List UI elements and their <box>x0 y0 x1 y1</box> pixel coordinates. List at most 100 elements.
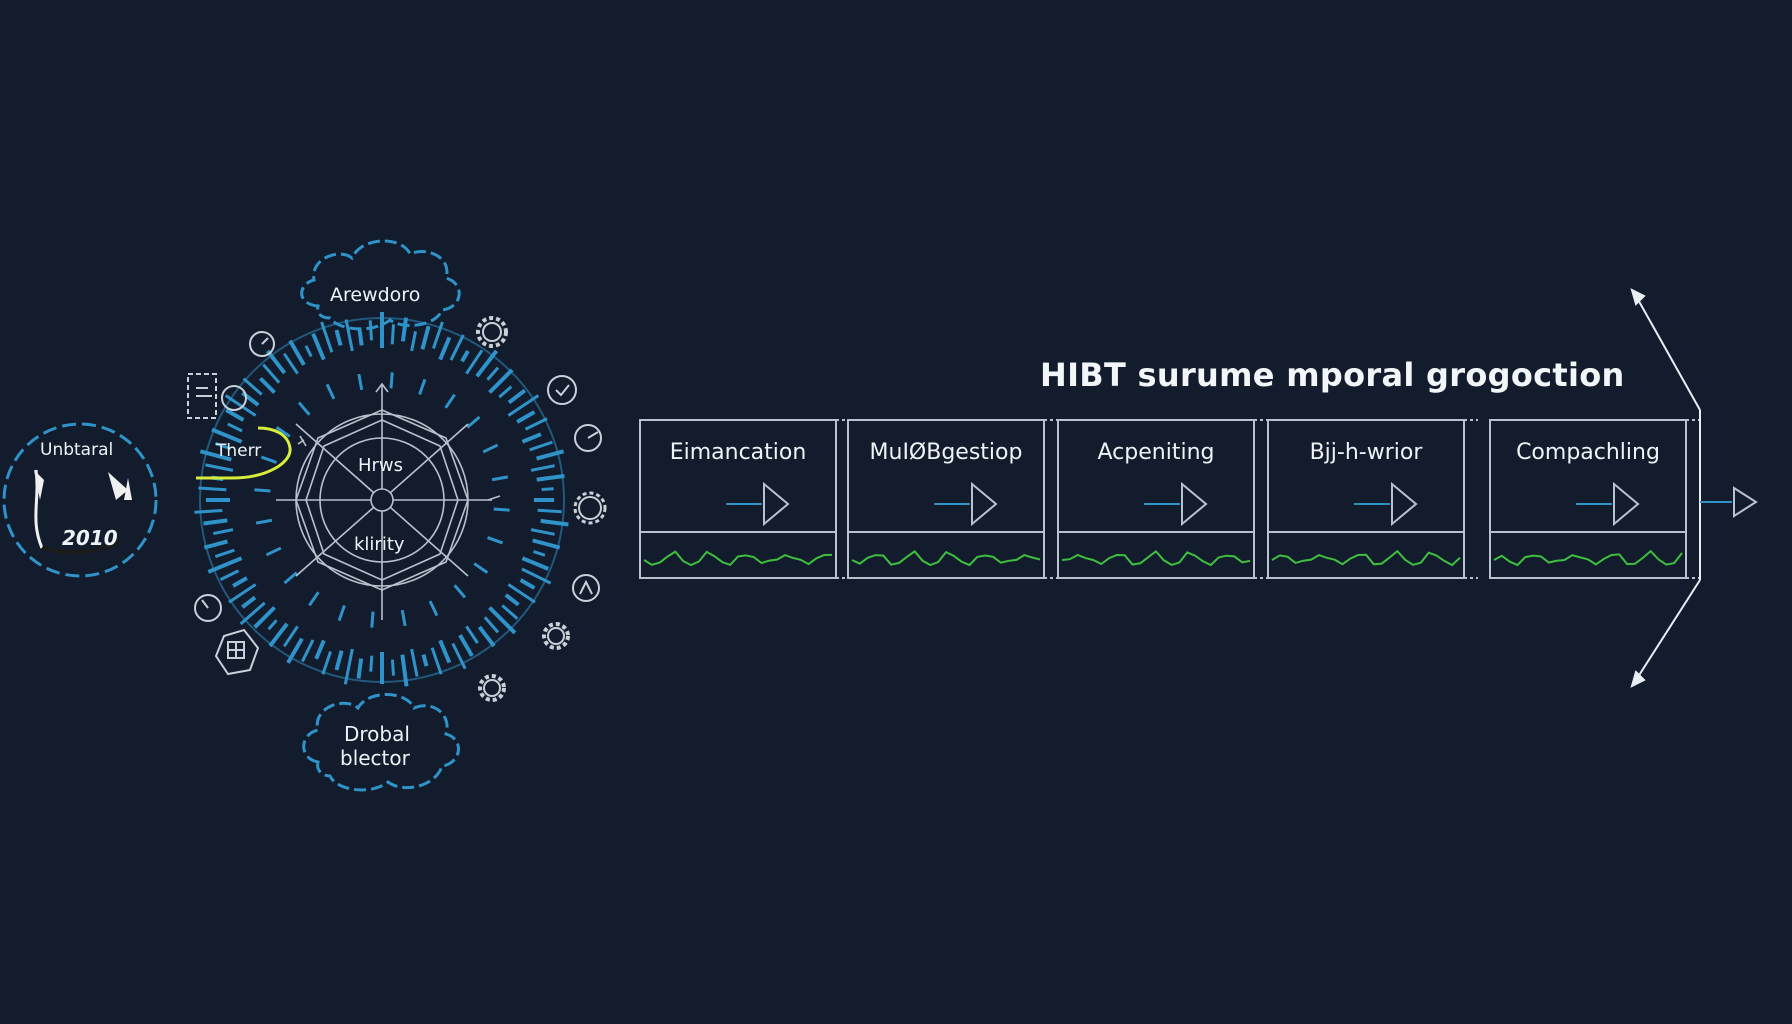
cog-icon <box>478 674 506 702</box>
ring-tick <box>524 417 548 431</box>
stage-box <box>1057 419 1255 579</box>
stage-play-icon <box>1613 481 1640 527</box>
ring-tick <box>242 377 263 396</box>
ring-tick <box>390 324 396 345</box>
ring-tick <box>334 650 344 671</box>
ring-tick <box>473 562 489 574</box>
ring-tick <box>357 329 364 346</box>
ring-tick <box>465 625 479 644</box>
ring-tick <box>258 376 276 394</box>
ring-tick <box>286 637 304 664</box>
ring-tick <box>321 651 332 675</box>
ring-tick <box>334 329 343 346</box>
ring-tick <box>507 388 527 405</box>
pipeline-stage <box>1489 419 1700 579</box>
ring-tick <box>337 605 346 622</box>
top-cloud <box>300 239 461 331</box>
ring-tick <box>501 604 519 620</box>
ring-tick <box>288 339 306 366</box>
stage-box <box>1489 419 1687 579</box>
document-icon <box>187 373 247 419</box>
ring-tick <box>493 507 510 512</box>
ring-tick <box>232 576 248 588</box>
ring-tick <box>418 378 427 395</box>
stage-play-icon <box>1181 481 1208 527</box>
stage-box <box>847 419 1045 579</box>
ring-tick <box>451 642 467 670</box>
ring-tick <box>241 595 257 609</box>
stage-box <box>1267 419 1465 579</box>
ring-tick <box>368 320 374 341</box>
ring-tick <box>504 593 520 607</box>
orbit-icons <box>187 316 607 702</box>
ring-tick <box>540 518 569 527</box>
ring-tick <box>410 648 419 677</box>
person-icon <box>572 574 600 602</box>
bottom-cloud <box>302 693 460 792</box>
hub-gear-ring <box>194 312 569 687</box>
ring-tick <box>283 571 298 585</box>
ring-tick <box>357 373 364 391</box>
ring-tick <box>530 528 555 536</box>
ring-tick <box>453 584 467 599</box>
ring-tick <box>227 422 243 433</box>
ring-tick <box>444 393 456 409</box>
ring-tick <box>211 427 243 444</box>
ring-tick <box>311 332 326 361</box>
stage-waveform <box>1061 549 1251 567</box>
stage-label: Eimancation <box>669 440 807 465</box>
ring-tick <box>254 488 271 493</box>
ring-tick <box>410 331 418 352</box>
stage-play-icon <box>971 481 998 527</box>
side-label: Therr <box>216 441 262 461</box>
diagram-title: HIBT surume mporal grogoction <box>1040 356 1625 394</box>
ring-tick <box>521 556 550 571</box>
ring-tick <box>482 443 499 454</box>
refresh-icon <box>573 491 607 525</box>
ring-tick <box>308 591 320 607</box>
top-cloud-label: Arewdoro <box>330 284 421 306</box>
ring-tick <box>260 455 277 464</box>
ring-tick <box>253 606 276 629</box>
ring-tick <box>430 647 443 675</box>
ring-tick <box>432 321 444 349</box>
ring-tick <box>491 475 509 482</box>
ring-tick <box>458 634 474 657</box>
clock-icon <box>249 331 275 357</box>
badge-year: 2010 <box>62 526 118 550</box>
stage-play-icon <box>1391 481 1418 527</box>
check-icon <box>547 375 577 405</box>
ring-tick <box>282 625 299 648</box>
stage-box <box>639 419 837 579</box>
ring-tick <box>421 654 429 667</box>
ring-tick <box>214 548 235 558</box>
stage-play-icon <box>763 481 790 527</box>
ring-tick <box>214 442 231 450</box>
ring-tick <box>389 372 394 389</box>
pie-icon <box>574 424 602 452</box>
pipeline-stage <box>1057 419 1268 579</box>
ring-tick <box>297 401 311 416</box>
ring-tick <box>282 352 299 375</box>
year-badge <box>2 422 158 578</box>
ring-tick <box>267 619 278 631</box>
ring-tick <box>487 536 504 545</box>
badge-label: Unbtaral <box>40 440 114 460</box>
pipeline-stage <box>639 419 850 579</box>
ring-tick <box>519 578 536 590</box>
ring-tick <box>265 349 287 375</box>
ring-tick <box>255 518 273 525</box>
ring-tick <box>507 583 536 604</box>
ring-tick <box>262 363 281 384</box>
ring-tick <box>370 611 375 628</box>
ring-tick <box>529 440 553 452</box>
ring-tick <box>268 622 289 648</box>
output-bracket <box>1630 288 1758 688</box>
ring-tick <box>477 625 496 648</box>
ring-tick <box>530 464 555 472</box>
ring-tick <box>516 410 536 424</box>
ring-tick <box>465 349 484 375</box>
ring-tick <box>420 325 431 350</box>
cog-icon <box>542 622 570 650</box>
ring-tick <box>301 639 315 663</box>
